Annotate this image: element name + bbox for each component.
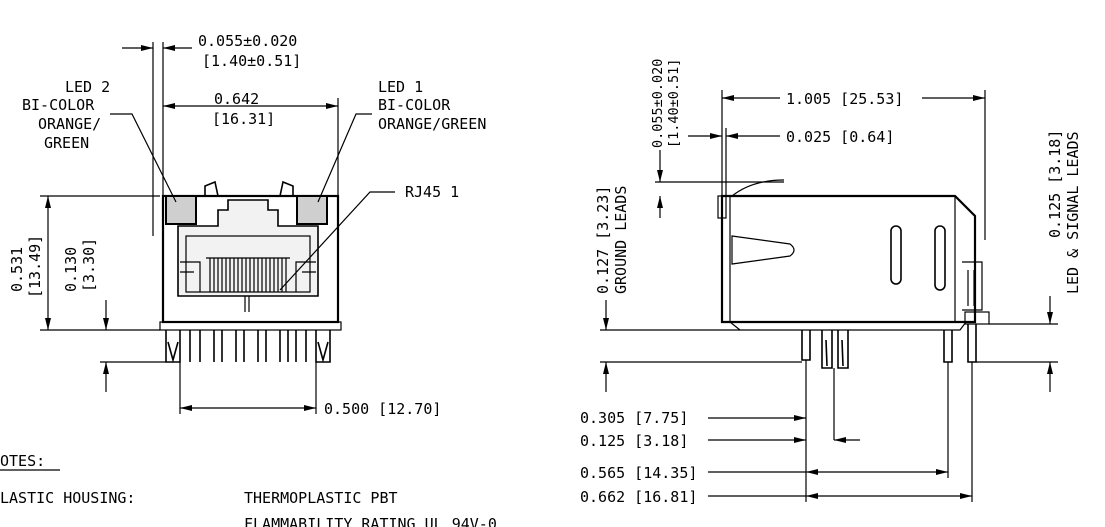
led1-leader bbox=[317, 113, 372, 203]
led2-line2: BI-COLOR bbox=[22, 96, 95, 114]
front-view: 0.055±0.020 [1.40±0.51] LED 2 BI-COLOR O… bbox=[8, 32, 486, 418]
side-led-signal-leads-label: LED & SIGNAL LEADS bbox=[1064, 131, 1082, 294]
led1-line2: BI-COLOR bbox=[378, 96, 451, 114]
front-dim-width-mm-text: [16.31] bbox=[212, 110, 275, 128]
side-top-spring bbox=[731, 179, 785, 197]
notes-flammability: FLAMMABILITY RATING UL 94V-0 bbox=[244, 515, 497, 527]
front-dim-height-mm-text: [13.49] bbox=[26, 235, 44, 298]
side-latch-slot bbox=[731, 235, 795, 265]
led1-window bbox=[296, 195, 328, 225]
front-top-tab bbox=[204, 180, 294, 197]
side-rear-leads-base bbox=[964, 311, 990, 325]
side-dim-tol-vertical-text: 0.055±0.020 bbox=[650, 59, 666, 148]
side-bottom-base bbox=[729, 321, 967, 331]
rj45-label: RJ45 1 bbox=[405, 183, 459, 201]
rj45-inner-frame bbox=[185, 235, 311, 293]
front-dim-pin-height-mm-text: [3.30] bbox=[80, 238, 98, 292]
side-ground-leads-label: GROUND LEADS bbox=[612, 186, 630, 294]
side-body-outline bbox=[720, 194, 977, 324]
side-dim-list-item-2: 0.125 [3.18] bbox=[580, 432, 688, 450]
side-dim-tol-vertical-mm-text: [1.40±0.51] bbox=[666, 59, 682, 148]
rj45-leader bbox=[279, 191, 395, 291]
side-dim-offset-text: 0.025 [0.64] bbox=[786, 128, 894, 146]
side-dim-list-item-3: 0.565 [14.35] bbox=[580, 464, 697, 482]
side-rear-leads-frame bbox=[962, 261, 983, 311]
front-dim-width-text: 0.642 bbox=[214, 90, 259, 108]
rj45-opening bbox=[177, 199, 319, 297]
led2-window bbox=[165, 195, 197, 225]
led2-line4: GREEN bbox=[44, 134, 89, 152]
side-dim-list-item-4: 0.662 [16.81] bbox=[580, 488, 697, 506]
side-oval-slot-1 bbox=[890, 225, 902, 285]
front-side-latch-left bbox=[180, 261, 201, 292]
side-dim-length-text: 1.005 [25.53] bbox=[786, 90, 903, 108]
notes-plastic-label: LASTIC HOUSING: bbox=[0, 489, 135, 507]
led2-line1: LED 2 bbox=[65, 78, 110, 96]
led2-leader bbox=[110, 113, 177, 203]
front-dim-height-text: 0.531 bbox=[8, 247, 26, 292]
led1-line3: ORANGE/GREEN bbox=[378, 115, 486, 133]
side-oval-slot-2 bbox=[934, 225, 946, 291]
side-ground-leads-dim-text: 0.127 [3.23] bbox=[594, 186, 612, 294]
front-dim-tol-mm-text: [1.40±0.51] bbox=[202, 52, 301, 70]
side-view: 0.055±0.020 [1.40±0.51] 1.005 [25.53] 0.… bbox=[580, 59, 1082, 506]
front-base-flange bbox=[159, 321, 342, 331]
front-side-latch-right bbox=[295, 261, 316, 292]
front-dim-tol-text: 0.055±0.020 bbox=[198, 32, 297, 50]
led1-line1: LED 1 bbox=[378, 78, 423, 96]
notes-plastic-value: THERMOPLASTIC PBT bbox=[244, 489, 398, 507]
side-dim-list-item-1: 0.305 [7.75] bbox=[580, 409, 688, 427]
side-led-signal-leads-dim-text: 0.125 [3.18] bbox=[1046, 130, 1064, 238]
led2-line3: ORANGE/ bbox=[38, 115, 101, 133]
notes-section: OTES: LASTIC HOUSING: THERMOPLASTIC PBT … bbox=[0, 452, 497, 527]
rj45-contacts bbox=[206, 257, 290, 292]
front-dim-pin-height-text: 0.130 bbox=[62, 247, 80, 292]
front-pins bbox=[165, 330, 331, 363]
front-dim-pin-span-text: 0.500 [12.70] bbox=[324, 400, 441, 418]
notes-heading: OTES: bbox=[0, 452, 45, 470]
